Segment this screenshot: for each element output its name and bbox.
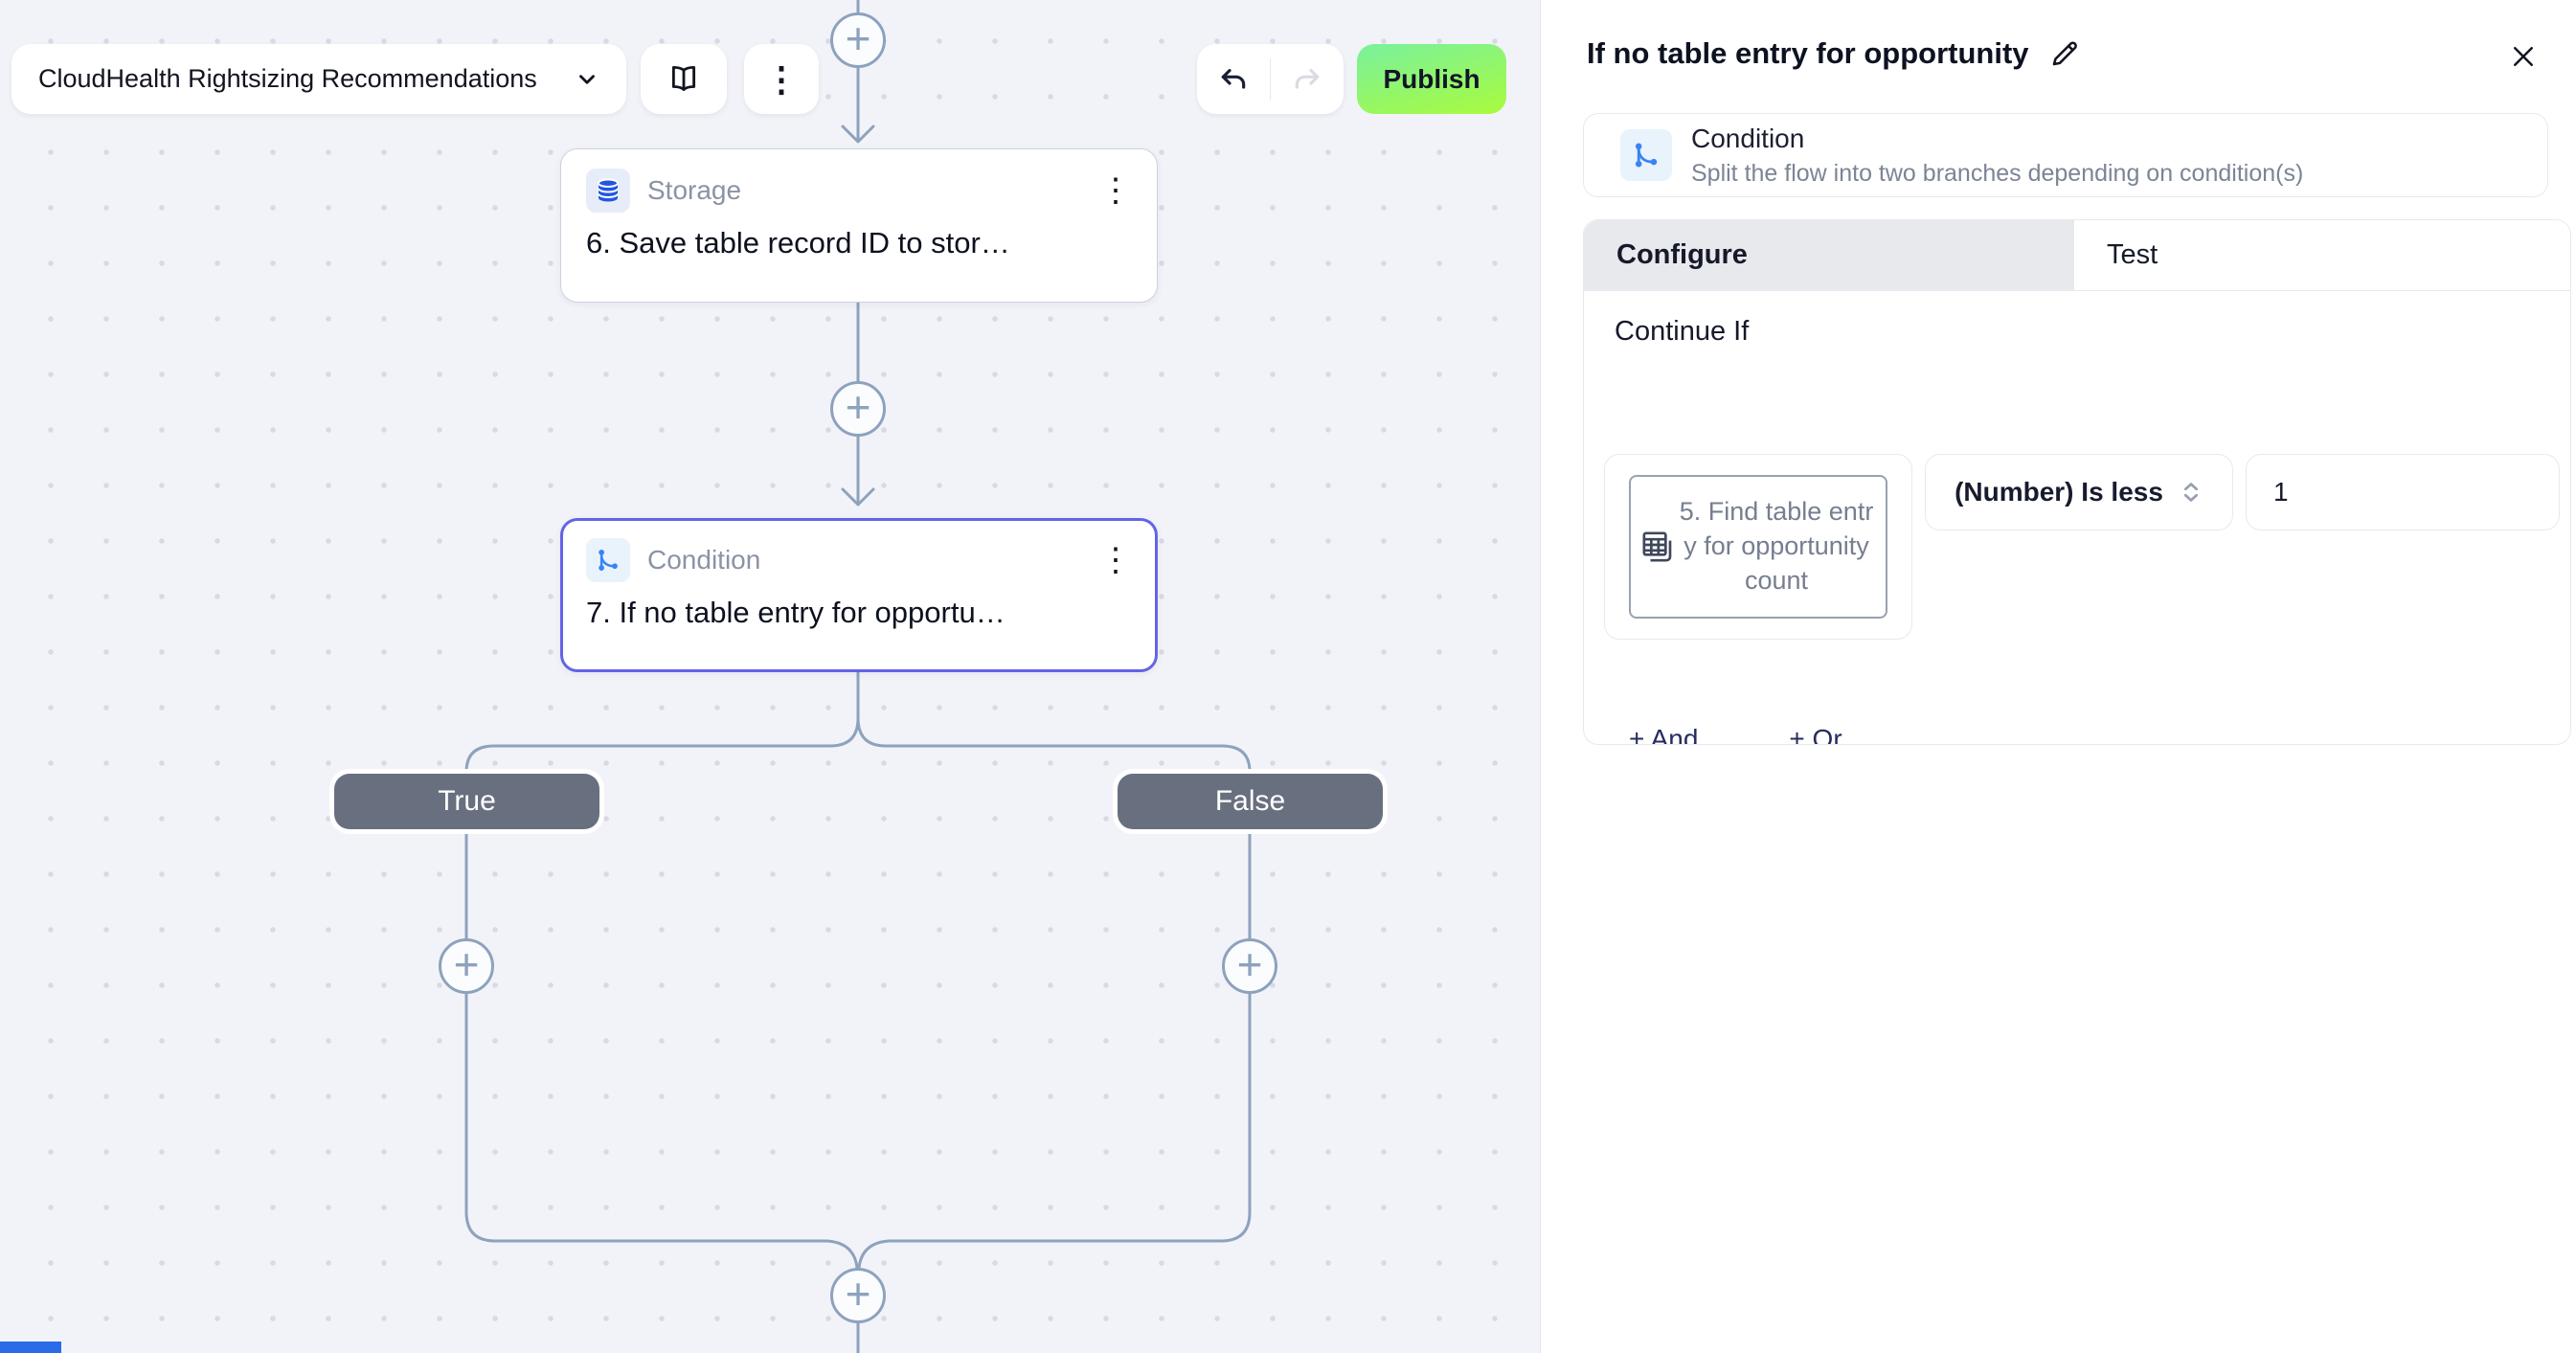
flow-canvas[interactable]: CloudHealth Rightsizing Recommendations … xyxy=(0,0,1540,1353)
node-title: 6. Save table record ID to stor… xyxy=(586,226,1010,259)
panel-title: If no table entry for opportunity xyxy=(1587,36,2029,70)
node-type-label: Storage xyxy=(647,175,742,205)
table-stack-icon xyxy=(1642,531,1672,562)
add-and-button[interactable]: + And xyxy=(1629,724,1698,744)
branch-false-pill: False xyxy=(1118,774,1383,829)
database-icon xyxy=(586,169,630,213)
branch-icon xyxy=(586,538,630,582)
operand-chip-label: 5. Find table entry for opportunity coun… xyxy=(1679,497,1874,595)
node-type-label: Condition xyxy=(647,545,761,575)
step-type-card: Condition Split the flow into two branch… xyxy=(1583,113,2548,197)
tab-configure[interactable]: Configure xyxy=(1584,220,2074,290)
comparison-value-input[interactable] xyxy=(2246,454,2560,530)
docs-button[interactable] xyxy=(641,44,727,114)
rename-step-button[interactable] xyxy=(2048,37,2081,70)
branch-true-pill: True xyxy=(334,774,599,829)
add-step-button-top[interactable]: + xyxy=(830,12,886,68)
flow-name-select[interactable]: CloudHealth Rightsizing Recommendations xyxy=(11,44,626,114)
add-step-button-middle[interactable]: + xyxy=(830,381,886,437)
flow-menu-button[interactable]: ⋮ xyxy=(744,44,819,114)
node-title: 7. If no table entry for opportu… xyxy=(586,596,1006,629)
node-condition[interactable]: Condition ⋮ 7. If no table entry for opp… xyxy=(560,518,1158,672)
chevron-up-down-icon xyxy=(2183,483,2198,502)
branch-icon xyxy=(1620,129,1672,181)
add-step-button-false-branch[interactable]: + xyxy=(1222,938,1277,994)
step-type-description: Split the flow into two branches dependi… xyxy=(1691,159,2304,187)
pencil-icon xyxy=(2052,41,2077,66)
redo-icon xyxy=(1295,68,1320,89)
flow-name: CloudHealth Rightsizing Recommendations xyxy=(38,64,537,93)
configure-card: Configure Test Continue If 5. Find table… xyxy=(1583,219,2571,745)
step-config-panel: If no table entry for opportunity Condit… xyxy=(1540,0,2576,1353)
step-type-title: Condition xyxy=(1691,123,1805,153)
scrollbar-fragment[interactable] xyxy=(0,1342,61,1353)
condition-left-operand[interactable]: 5. Find table entry for opportunity coun… xyxy=(1604,454,1912,640)
operator-select[interactable]: (Number) Is less xyxy=(1925,454,2233,530)
undo-button[interactable] xyxy=(1197,44,1270,114)
close-panel-button[interactable] xyxy=(2509,42,2538,71)
chevron-down-icon xyxy=(579,74,595,84)
operator-value: (Number) Is less xyxy=(1955,477,2163,507)
tab-test[interactable]: Test xyxy=(2074,220,2570,290)
redo-button[interactable] xyxy=(1271,44,1344,114)
add-or-button[interactable]: + Or xyxy=(1789,724,1842,744)
close-icon xyxy=(2514,47,2533,66)
divider xyxy=(1270,57,1271,101)
continue-if-label: Continue If xyxy=(1615,316,1750,347)
publish-button[interactable]: Publish xyxy=(1357,44,1506,114)
node-menu-button[interactable]: ⋮ xyxy=(1099,172,1132,209)
node-menu-button[interactable]: ⋮ xyxy=(1099,542,1132,578)
add-step-button-bottom[interactable]: + xyxy=(830,1268,886,1323)
kebab-icon: ⋮ xyxy=(764,58,799,99)
add-step-button-true-branch[interactable]: + xyxy=(439,938,494,994)
undo-icon xyxy=(1221,68,1246,89)
book-icon xyxy=(671,65,696,91)
node-storage[interactable]: Storage ⋮ 6. Save table record ID to sto… xyxy=(560,148,1158,303)
history-controls xyxy=(1197,44,1344,114)
